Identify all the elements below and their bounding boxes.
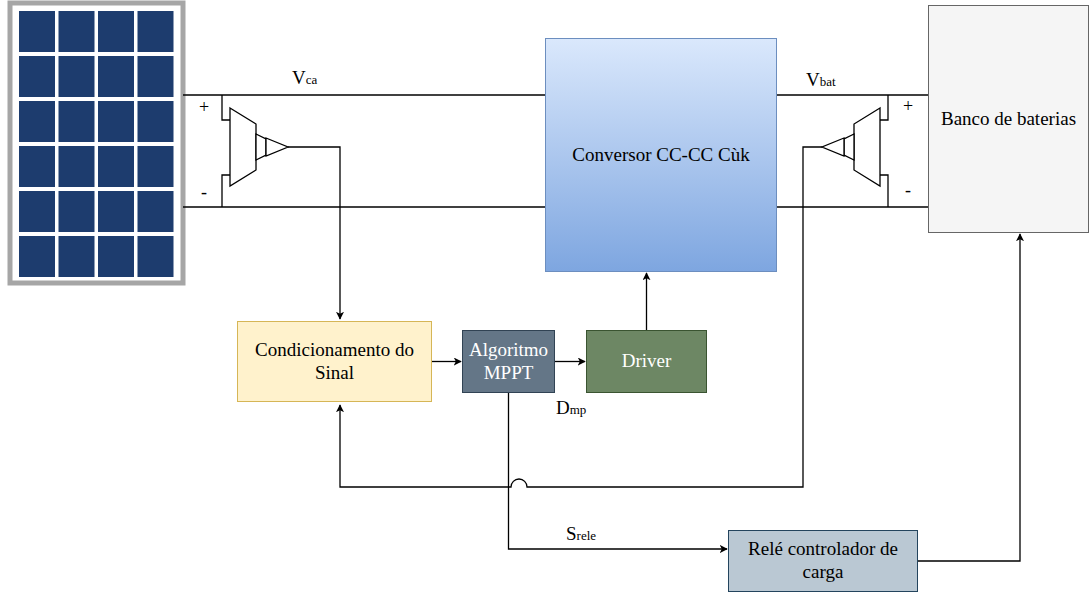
signal-name: Dmp <box>556 398 586 417</box>
solar-cell <box>59 11 95 52</box>
process-box: Algoritmo MPPT <box>462 330 555 393</box>
voltage-sensor <box>222 95 288 207</box>
sensor-body <box>256 134 266 160</box>
panel-wire-positive <box>183 94 545 95</box>
battery-box: Banco de baterias <box>928 5 1089 233</box>
panel-frame <box>10 3 183 283</box>
converter-box: Conversor CC-CC Cùk <box>545 38 777 272</box>
solar-cell <box>98 11 134 52</box>
sensor-body <box>854 108 880 186</box>
solar-cell <box>19 56 55 97</box>
process-box: Condicionamento do Sinal <box>237 321 432 402</box>
sensor-lead <box>880 175 888 207</box>
solar-cell <box>59 191 95 232</box>
polarity-sign: + <box>903 97 913 115</box>
solar-cell <box>19 11 55 52</box>
solar-panel <box>10 3 183 283</box>
connector <box>777 94 928 95</box>
driver-box: Driver <box>586 330 707 393</box>
solar-cell <box>98 101 134 142</box>
panel-wire-negative <box>183 206 545 207</box>
solar-cell <box>138 146 174 187</box>
solar-cell <box>59 101 95 142</box>
solar-cell <box>138 56 174 97</box>
solar-cell <box>98 146 134 187</box>
solar-cell <box>138 191 174 232</box>
sensor-output <box>266 138 288 156</box>
node-text: Condicionamento do Sinal <box>244 339 425 385</box>
solar-cell <box>19 191 55 232</box>
solar-cell <box>59 56 95 97</box>
solar-cell <box>59 146 95 187</box>
node-text: Conversor CC-CC Cùk <box>572 144 749 167</box>
relay-box: Relé controlador de carga <box>728 530 918 592</box>
solar-cell <box>19 146 55 187</box>
solar-cell <box>98 191 134 232</box>
signal-wire <box>288 147 340 319</box>
node-text: Driver <box>622 350 672 373</box>
connector <box>509 393 728 549</box>
signal-name: Vca <box>292 68 317 87</box>
solar-cell <box>59 236 95 277</box>
sensor-lead <box>222 175 230 207</box>
connector <box>432 361 461 362</box>
polarity-sign: + <box>199 98 209 116</box>
connector <box>646 273 647 330</box>
node-text: Banco de baterias <box>941 108 1076 131</box>
solar-cell <box>138 11 174 52</box>
solar-cell <box>19 236 55 277</box>
solar-cell <box>138 101 174 142</box>
polarity-sign: - <box>201 183 207 201</box>
node-text: Relé controlador de carga <box>735 538 911 584</box>
solar-cell <box>98 56 134 97</box>
sensor-body <box>844 134 854 160</box>
solar-cell <box>19 101 55 142</box>
sensor-body <box>230 108 256 186</box>
voltage-sensor <box>822 95 888 207</box>
connector <box>555 361 585 362</box>
signal-name: Vbat <box>806 70 836 89</box>
sensor-lead <box>222 95 230 120</box>
connector <box>918 234 1020 561</box>
connector <box>777 206 928 207</box>
sensor-output <box>822 138 844 156</box>
polarity-sign: - <box>905 181 911 199</box>
node-text: Algoritmo MPPT <box>469 339 548 385</box>
sensor-lead <box>880 95 888 120</box>
solar-cell <box>138 236 174 277</box>
solar-cell <box>98 236 134 277</box>
signal-name: Srele <box>566 524 596 543</box>
